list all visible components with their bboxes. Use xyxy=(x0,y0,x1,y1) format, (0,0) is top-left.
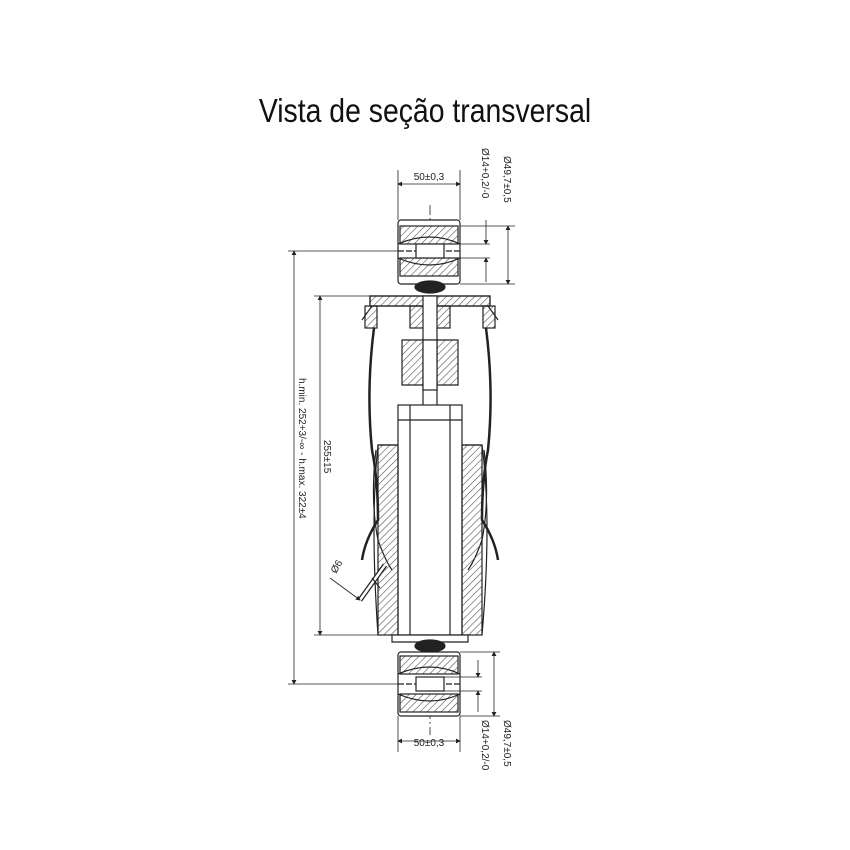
top-width-label: 50±0,3 xyxy=(414,172,445,183)
damper-cylinder xyxy=(397,404,463,636)
height-range-label: h.min. 252+3/-∞ - h.max. 322±4 xyxy=(296,378,307,519)
bottom-bump-stop xyxy=(414,639,446,653)
valve-diameter-label: Ø6 xyxy=(329,558,345,575)
bottom-mounting-eye xyxy=(397,651,461,717)
rubber-bumper xyxy=(401,339,459,391)
top-eye-diameter-label: Ø49,7±0,5 xyxy=(501,156,512,203)
page-title: Vista de seção transversal xyxy=(258,92,592,129)
outer-piston xyxy=(373,444,488,636)
bottom-eye-diameter-label: Ø49,7±0,5 xyxy=(501,720,512,767)
bottom-width-label: 50±0,3 xyxy=(414,738,445,749)
top-bump-stop xyxy=(414,280,446,294)
top-mounting-eye xyxy=(397,219,461,285)
air-valve-fitting xyxy=(357,563,388,602)
top-pin-diameter-label: Ø14+0,2/-0 xyxy=(479,148,490,199)
bottom-pin-diameter-label: Ø14+0,2/-0 xyxy=(479,720,490,771)
stroke-label: 255±15 xyxy=(321,440,332,474)
